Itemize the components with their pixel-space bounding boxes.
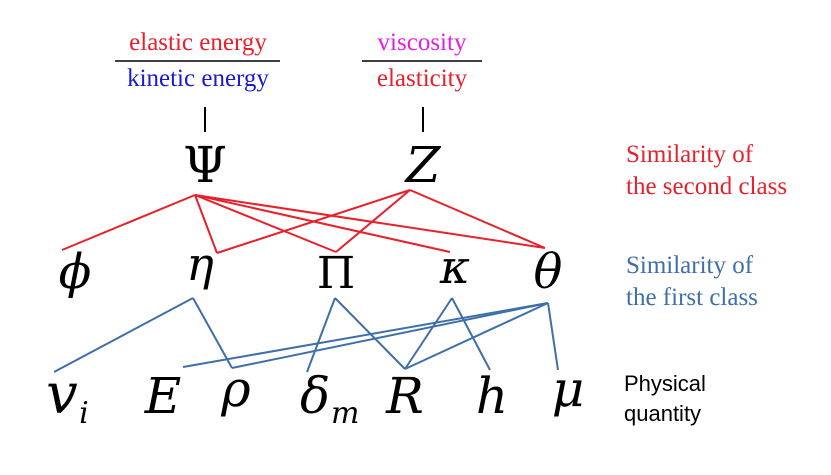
node-vi: v [46, 362, 78, 427]
edge-Psi-kappa [194, 194, 451, 253]
label-second-class: Similarity of the second class [626, 141, 787, 200]
edges-first-class [53, 297, 559, 373]
edge-eta-rho [192, 297, 233, 369]
edge-Psi-theta [194, 194, 546, 249]
label-physical-quantity: Physical quantity [624, 371, 706, 426]
node-delta: δ [300, 367, 330, 425]
node-Z: Z [404, 136, 442, 194]
edge-kappa-h [451, 297, 491, 371]
edge-theta-rho [231, 302, 549, 369]
edge-Psi-phi [61, 194, 196, 251]
node-Psi: Ψ [183, 136, 227, 194]
node-vi-subscript: i [79, 396, 89, 431]
label-first-class-line2: the first class [626, 284, 758, 311]
node-mu: μ [552, 360, 585, 418]
label-first-class-line1: Similarity of [626, 252, 754, 279]
node-theta: θ [534, 244, 563, 300]
label-second-class-line2: the second class [626, 173, 787, 200]
node-E: E [144, 367, 182, 425]
edge-Z-Pi [335, 189, 411, 253]
fraction-right-numerator: viscosity [378, 29, 467, 56]
fraction-left-numerator: elastic energy [129, 29, 267, 56]
fraction-right-denominator: elasticity [377, 65, 468, 92]
node-delta-subscript: m [331, 396, 359, 431]
edge-theta-mu [547, 302, 559, 371]
label-physical-line1: Physical [624, 371, 706, 396]
edge-theta-E [182, 302, 549, 368]
edge-kappa-R [404, 297, 453, 370]
node-phi: ϕ [59, 244, 92, 300]
label-first-class: Similarity of the first class [626, 252, 758, 311]
edge-Psi-eta [194, 194, 218, 254]
edge-Pi-delta [306, 297, 336, 373]
label-physical-line2: quantity [624, 401, 701, 426]
edge-eta-vi [53, 297, 194, 373]
node-R: R [385, 367, 424, 425]
edge-Z-eta [216, 189, 411, 254]
fraction-left-denominator: kinetic energy [127, 65, 269, 92]
fraction-right: viscosity elasticity [362, 29, 482, 132]
label-second-class-line1: Similarity of [626, 141, 754, 168]
edges-second-class [61, 189, 546, 254]
node-kappa: κ [439, 240, 470, 294]
edge-Z-theta [409, 189, 546, 249]
node-eta: η [186, 237, 214, 291]
edge-Psi-Pi [194, 194, 337, 253]
node-rho: ρ [220, 360, 251, 418]
fraction-left: elastic energy kinetic energy [115, 29, 280, 132]
edge-theta-R [404, 302, 549, 370]
node-h: h [476, 367, 508, 425]
node-Pi: Π [317, 248, 355, 299]
